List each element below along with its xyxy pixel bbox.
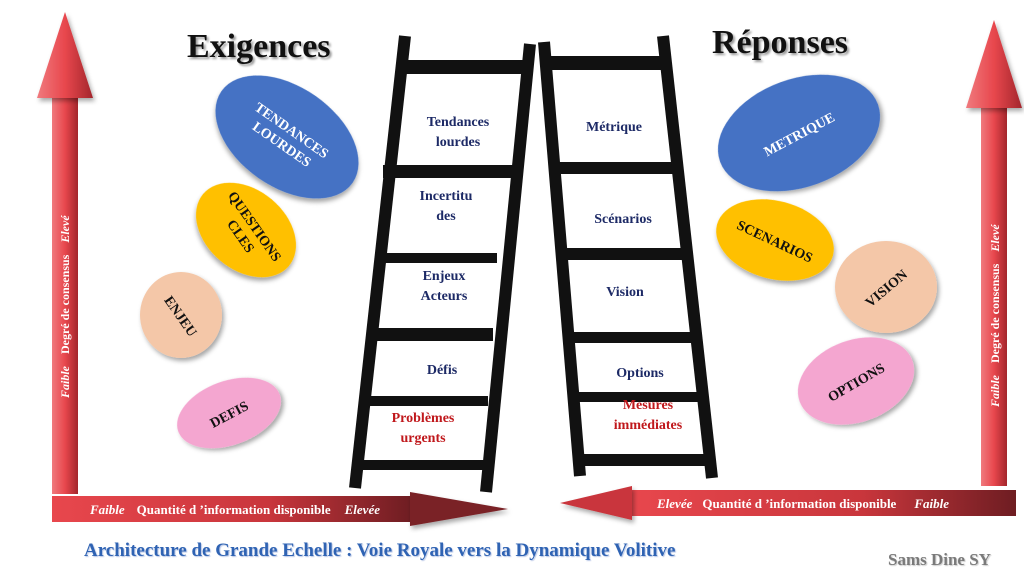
right-consensus-arrow [966, 20, 1022, 486]
ladder-label-incertitudes: Incertitu des [420, 189, 473, 224]
oval-defis [177, 377, 281, 449]
label-line: Problèmes [392, 411, 455, 426]
oval-metrique [717, 74, 881, 192]
left-information-arrow [52, 492, 508, 526]
label-line: Scénarios [594, 212, 652, 227]
label-line: urgents [400, 431, 446, 446]
ladder-label-vision: Vision [606, 285, 644, 300]
oval-vision [835, 241, 937, 333]
right-ladder [538, 35, 718, 479]
oval-questions-cles [195, 182, 297, 278]
heading-exigences: Exigences [187, 28, 331, 65]
oval-scenarios [716, 199, 834, 281]
label-line: lourdes [436, 135, 481, 150]
author-signature: Sams Dine SY [888, 550, 991, 569]
footer-title: Architecture de Grande Echelle : Voie Ro… [84, 540, 676, 561]
ladder-label-tendances-lourdes: Tendances lourdes [427, 115, 490, 150]
ladder-label-options: Options [616, 366, 664, 381]
left-ladder [349, 35, 536, 493]
oval-tendances-lourdes [215, 75, 359, 199]
label-line: Défis [427, 363, 458, 378]
oval-options [797, 337, 915, 425]
right-information-arrow [560, 486, 1016, 520]
ladder-label-defis: Défis [427, 363, 458, 378]
label-line: des [436, 209, 456, 224]
oval-enjeu [140, 272, 222, 358]
left-ovals [140, 75, 359, 449]
label-line: Acteurs [421, 289, 468, 304]
left-vertical-axis-label: FaibleDegré de consensusElevé [58, 215, 72, 399]
label-line: Incertitu [420, 189, 473, 204]
label-line: Options [616, 366, 664, 381]
label-line: Vision [606, 285, 644, 300]
right-vertical-axis-label: FaibleDegré de consensusElevé [988, 224, 1002, 408]
label-line: Mesures [623, 398, 674, 413]
heading-reponses: Réponses [712, 24, 849, 61]
label-line: Métrique [586, 120, 642, 135]
ladder-label-mesures-immediates: Mesures immédiates [614, 398, 683, 433]
left-consensus-arrow [37, 12, 93, 494]
label-line: Enjeux [423, 269, 466, 284]
ladder-label-problemes-urgents: Problèmes urgents [392, 411, 455, 446]
label-line: Tendances [427, 115, 490, 130]
right-ovals [716, 74, 937, 425]
label-line: immédiates [614, 418, 683, 433]
ladder-label-metrique: Métrique [586, 120, 642, 135]
ladder-label-scenarios: Scénarios [594, 212, 652, 227]
